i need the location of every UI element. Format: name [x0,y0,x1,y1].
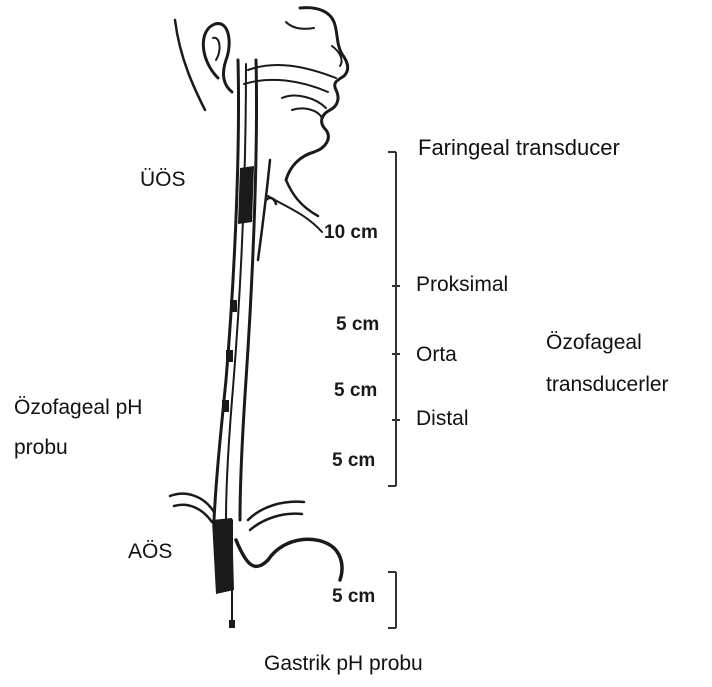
stomach-outline [236,539,342,580]
transducer-mark-distal [222,400,229,412]
head-back-line [175,20,205,110]
gastrik-ph-label: Gastrik pH probu [264,652,423,676]
nasal-line-upper [248,65,336,78]
scale-label-5cm-2: 5 cm [334,380,377,402]
scale-label-5cm-4: 5 cm [332,586,375,608]
throat-line [286,180,318,216]
diaphragm-left-lower [174,505,212,522]
lower-sphincter [212,518,234,594]
mouth-line [292,108,322,118]
face-profile [286,8,348,180]
tongue-line [282,96,326,108]
orta-label: Orta [416,343,457,367]
distal-label: Distal [416,407,469,431]
gastric-probe-tip [229,620,235,628]
upper-sphincter [238,166,254,224]
uos-label: ÜÖS [140,168,186,192]
scale-label-5cm-3: 5 cm [332,450,375,472]
transducer-mark-proximal [230,300,237,312]
ozofageal-ph-line2: probu [14,436,68,460]
aos-label: AÖS [128,540,172,564]
proksimal-label: Proksimal [416,273,508,297]
ozofageal-transducers-line2: transducerler [546,373,669,397]
faringeal-transducer-label: Faringeal transducer [418,135,620,160]
scale-bar [388,152,400,486]
esophagus-right-wall [240,60,257,520]
eye-line [286,22,314,29]
scale-label-5cm-1: 5 cm [336,314,379,336]
gastric-scale-bar [388,572,396,628]
scale-label-10cm: 10 cm [324,222,378,244]
diaphragm-left-upper [170,494,214,512]
neck-front-line [258,160,270,260]
ear-inner [213,38,220,60]
transducer-mark-middle [226,350,233,362]
esophagus-left-wall [214,60,239,520]
diaphragm-right-lower [250,514,302,530]
ozofageal-ph-line1: Özofageal pH [14,396,142,420]
ozofageal-transducers-line1: Özofageal [546,331,642,355]
